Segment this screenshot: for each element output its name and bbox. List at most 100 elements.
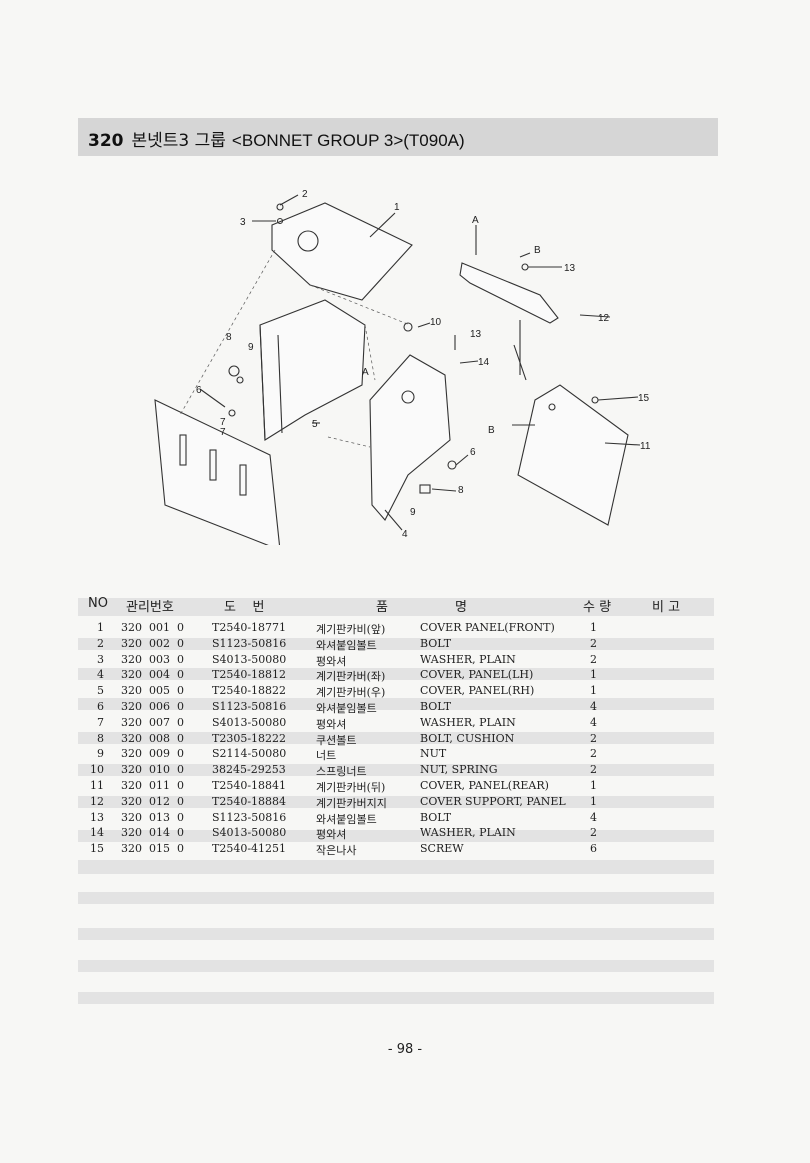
row-stripe (78, 928, 714, 940)
row-name-korean: 와셔붙임볼트 (316, 638, 377, 652)
row-drawing-no: S1123-50816 (212, 700, 287, 713)
row-management-no: 320 011 0 (121, 779, 184, 792)
label-B: B (534, 245, 541, 256)
row-name-korean: 평와셔 (316, 717, 347, 731)
table-header-band (78, 598, 714, 616)
row-drawing-no: T2305-18222 (212, 731, 287, 745)
row-quantity: 4 (590, 700, 597, 713)
row-management-no: 320 008 0 (121, 731, 184, 745)
row-no: 7 (97, 715, 104, 729)
row-name-english: NUT, SPRING (420, 763, 498, 777)
section-number: 320 (88, 131, 124, 151)
part-10-spring-nut (403, 322, 413, 332)
row-name-korean: 평와셔 (316, 828, 347, 842)
row-name-english: BOLT, CUSHION (420, 731, 515, 745)
row-stripe (78, 992, 714, 1004)
row-name-english: WASHER, PLAIN (420, 715, 516, 729)
row-quantity: 2 (590, 636, 597, 650)
row-name-korean: 와셔붙임볼트 (316, 702, 377, 715)
row-stripe (78, 860, 714, 874)
row-name-english: COVER SUPPORT, PANEL (420, 794, 566, 808)
row-drawing-no: T2540-18884 (212, 794, 287, 808)
header-quantity: 수 량 (583, 600, 612, 615)
row-quantity: 1 (590, 621, 597, 634)
part-11-cover-rear (517, 384, 629, 526)
row-drawing-no: S2114-50080 (212, 747, 287, 761)
row-drawing-no: S4013-50080 (212, 826, 287, 840)
row-name-korean: 계기판카버(좌) (316, 670, 386, 684)
part-1-cover-front (271, 202, 413, 301)
row-name-english: WASHER, PLAIN (420, 652, 516, 666)
part-3-washer (276, 217, 284, 225)
label-1: 1 (394, 202, 400, 213)
row-name-english: NUT (420, 747, 447, 761)
row-no: 10 (90, 763, 104, 777)
row-name-english: BOLT (420, 636, 452, 650)
part-7-washer (228, 409, 236, 417)
label-7: 7 (220, 417, 226, 428)
header-part-name-a: 품 (376, 600, 388, 615)
row-no: 5 (97, 684, 104, 698)
row-stripe (78, 960, 714, 972)
row-no: 2 (97, 636, 104, 650)
row-name-korean: 작은나사 (316, 844, 357, 858)
part-6-bolt (447, 460, 457, 470)
row-drawing-no: S4013-50080 (212, 652, 287, 666)
header-drawing-no: 도 번 (224, 600, 265, 615)
row-name-korean: 평와셔 (316, 654, 347, 668)
header-part-name-b: 명 (455, 600, 467, 615)
label-3: 3 (240, 217, 246, 228)
row-management-no: 320 005 0 (121, 684, 184, 698)
row-quantity: 2 (590, 763, 597, 777)
row-name-english: BOLT (420, 810, 452, 824)
row-no: 9 (97, 747, 104, 761)
row-no: 11 (90, 779, 104, 792)
label-13b: 13 (470, 329, 482, 340)
row-drawing-no: S1123-50816 (212, 636, 287, 650)
row-management-no: 320 004 0 (121, 668, 184, 682)
row-name-english: COVER, PANEL(RH) (420, 684, 535, 698)
row-quantity: 2 (590, 747, 597, 761)
row-name-korean: 스프링너트 (316, 765, 367, 779)
label-8b: 8 (458, 485, 464, 496)
row-stripe (78, 698, 714, 710)
row-quantity: 4 (590, 715, 597, 729)
row-name-korean: 쿠션볼트 (316, 733, 357, 747)
exploded-parts-diagram: 1 2 3 4 5 6 7 8 9 10 11 12 13 13 14 15 A… (140, 175, 680, 551)
row-drawing-no: T2540-18771 (212, 621, 287, 634)
label-8: 8 (226, 332, 232, 343)
label-9: 9 (248, 342, 254, 353)
label-5: 5 (312, 419, 318, 430)
row-quantity: 4 (590, 810, 597, 824)
label-6b: 6 (196, 385, 202, 396)
part-8-cushion-bolt (228, 365, 240, 377)
row-management-no: 320 003 0 (121, 652, 184, 666)
part-2-bolt (276, 203, 284, 211)
row-stripe (78, 892, 714, 904)
header-no: NO (88, 596, 108, 611)
row-drawing-no: T2540-41251 (212, 842, 287, 856)
label-9b: 9 (410, 507, 416, 518)
row-management-no: 320 009 0 (121, 747, 184, 761)
section-title-english: <BONNET GROUP 3>(T090A) (231, 131, 465, 150)
row-stripe (78, 830, 714, 842)
label-10: 10 (430, 317, 442, 328)
row-management-no: 320 012 0 (121, 794, 184, 808)
row-drawing-no: T2540-18822 (212, 684, 287, 698)
row-drawing-no: T2540-18812 (212, 668, 287, 682)
page-number: - 98 - (387, 1042, 423, 1057)
part-4-cover-lh (369, 354, 451, 521)
label-15: 15 (638, 393, 650, 404)
row-no: 12 (90, 794, 104, 808)
row-stripe (78, 638, 714, 650)
dashboard-plate (154, 399, 281, 551)
part-15-screw (591, 396, 599, 404)
row-management-no: 320 006 0 (121, 700, 184, 713)
label-4: 4 (402, 529, 408, 540)
label-14: 14 (478, 357, 490, 368)
row-management-no: 320 015 0 (121, 842, 184, 856)
label-A2: A (362, 367, 369, 378)
row-quantity: 1 (590, 668, 597, 682)
row-no: 14 (90, 826, 104, 840)
